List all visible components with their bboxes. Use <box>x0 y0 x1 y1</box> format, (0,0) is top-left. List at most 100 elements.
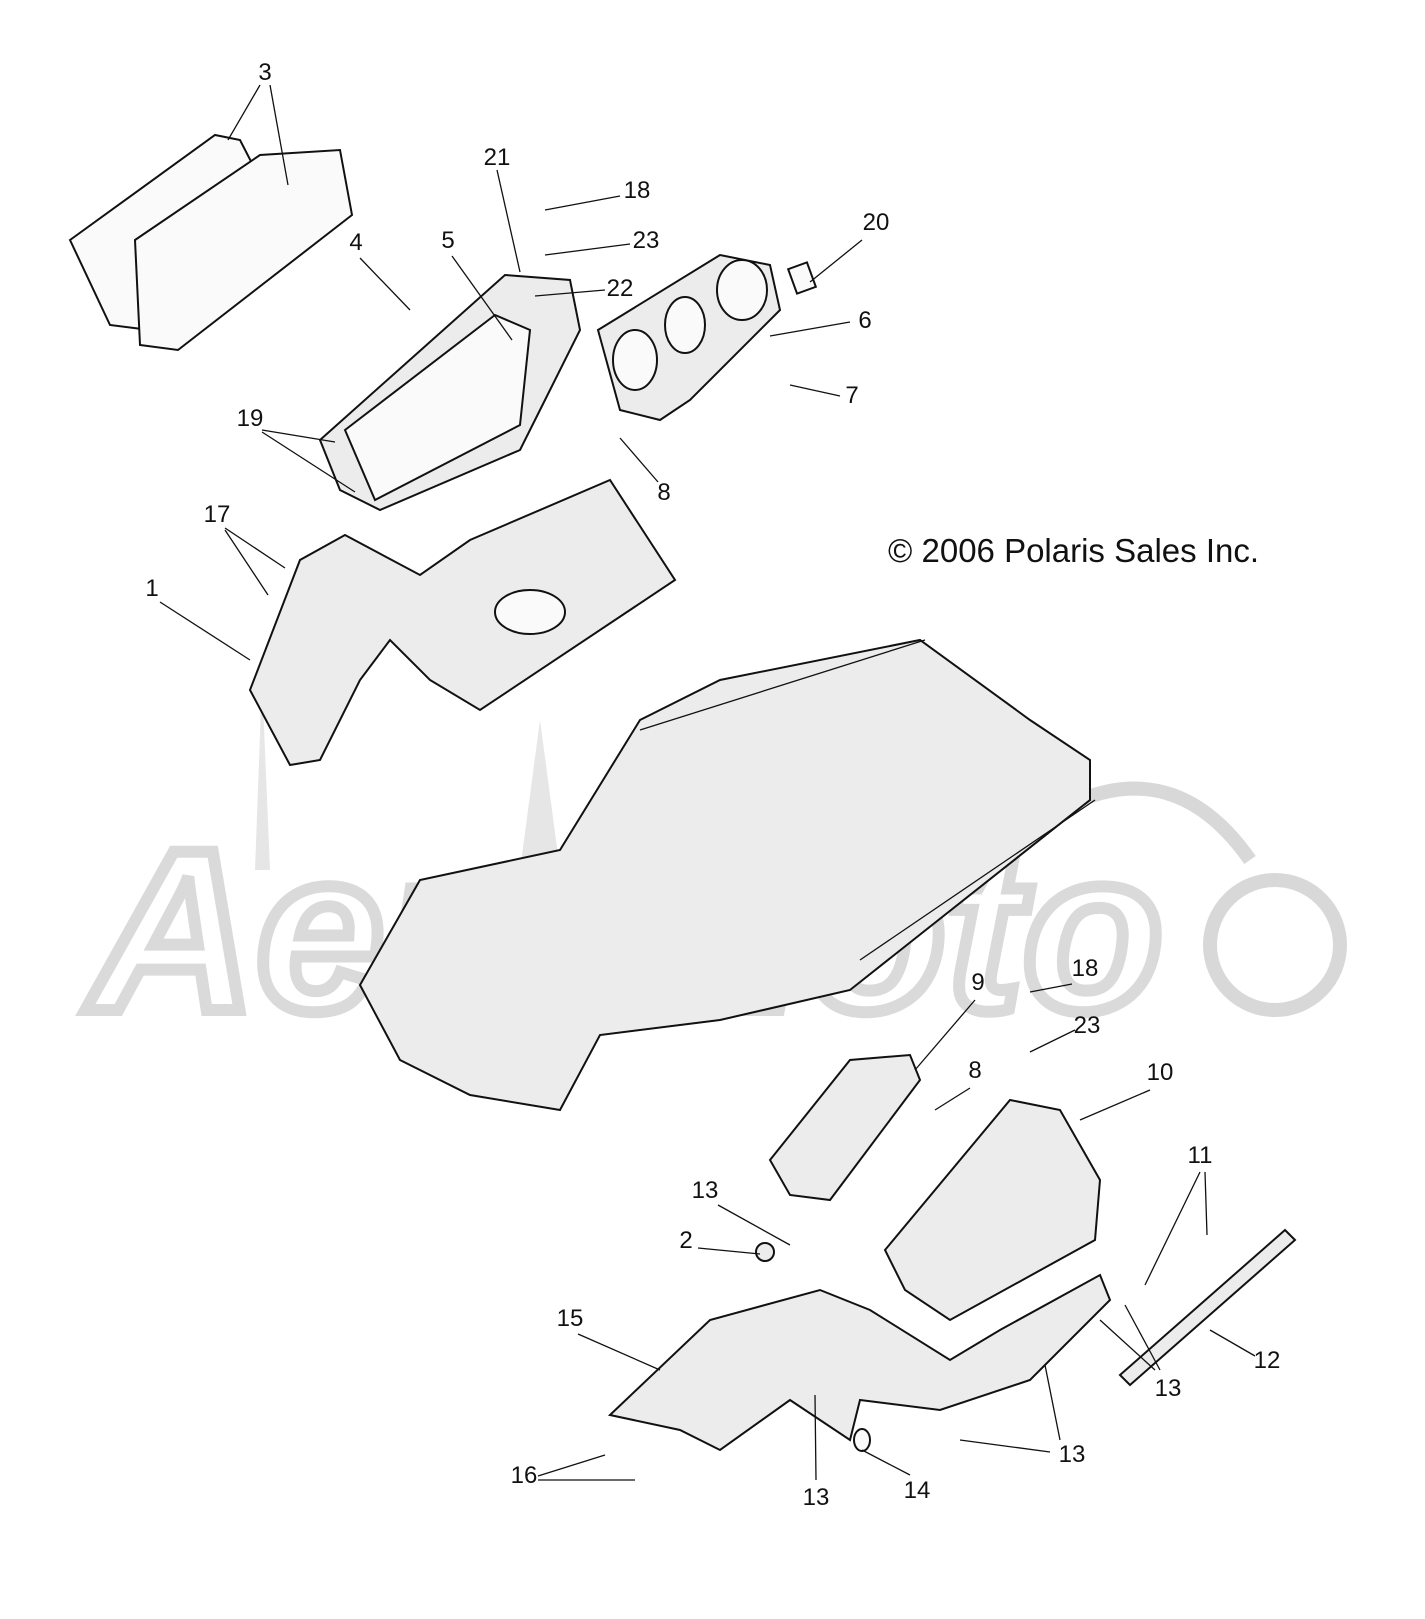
callout-23: 23 <box>1029 1012 1101 1053</box>
callout-number: 13 <box>692 1177 719 1204</box>
callout-number: 9 <box>971 969 984 996</box>
leader-line <box>159 601 251 661</box>
callout-12: 12 <box>1209 1329 1281 1374</box>
callout-number: 20 <box>863 209 890 236</box>
part-2-grommet <box>755 1242 775 1262</box>
leader-line <box>1144 1171 1201 1286</box>
callout-11: 11 <box>1144 1142 1213 1286</box>
callout-number: 14 <box>904 1477 931 1504</box>
callout-number: 11 <box>1188 1142 1213 1169</box>
callout-18: 18 <box>544 177 651 211</box>
callout-16: 16 <box>511 1454 635 1489</box>
callout-3: 3 <box>227 59 289 186</box>
callout-number: 16 <box>511 1462 538 1489</box>
leader-line <box>451 255 513 341</box>
callout-7: 7 <box>789 382 859 409</box>
callout-13: 13 <box>959 1364 1086 1468</box>
callout-number: 2 <box>679 1227 692 1254</box>
callout-number: 13 <box>1059 1441 1086 1468</box>
leader-line <box>1124 1304 1161 1371</box>
callout-9: 9 <box>914 969 985 1071</box>
callout-13: 13 <box>803 1394 830 1511</box>
leader-line <box>1099 1319 1156 1371</box>
callout-number: 13 <box>803 1484 830 1511</box>
callout-14: 14 <box>861 1449 931 1504</box>
leader-line <box>261 431 356 493</box>
leader-line <box>934 1087 971 1111</box>
callout-number: 5 <box>441 227 454 254</box>
callout-2: 2 <box>679 1227 761 1255</box>
callout-number: 6 <box>858 307 871 334</box>
part-9-panel <box>768 1053 922 1202</box>
callout-number: 4 <box>349 229 362 256</box>
leader-line <box>224 529 269 596</box>
callout-number: 19 <box>237 405 264 432</box>
callout-number: 1 <box>145 575 158 602</box>
leader-line <box>224 527 286 569</box>
leader-line <box>1029 1029 1076 1053</box>
leader-line <box>496 169 521 273</box>
callout-18: 18 <box>1029 955 1099 993</box>
callout-number: 10 <box>1147 1059 1174 1086</box>
leader-line <box>261 429 336 443</box>
callout-13: 13 <box>692 1177 791 1246</box>
callout-13: 13 <box>1099 1304 1182 1402</box>
copyright-notice: © 2006 Polaris Sales Inc. <box>888 532 1259 569</box>
callout-5: 5 <box>441 227 513 341</box>
leader-line <box>534 289 606 297</box>
leader-line <box>359 257 411 311</box>
leader-line <box>789 384 841 397</box>
leader-line <box>577 1333 661 1371</box>
part-15-belly-pan <box>607 1273 1112 1452</box>
callout-19: 19 <box>237 405 356 493</box>
part-12-rod <box>1118 1228 1297 1387</box>
callout-number: 23 <box>1074 1012 1101 1039</box>
chassis-frame <box>358 638 1096 1112</box>
callout-8: 8 <box>934 1057 982 1111</box>
leader-line <box>269 84 289 186</box>
leader-line <box>809 239 863 283</box>
leader-line <box>544 243 631 256</box>
callout-8: 8 <box>619 437 671 506</box>
callout-10: 10 <box>1079 1059 1174 1121</box>
callout-23: 23 <box>544 227 660 256</box>
part-4-dash <box>318 273 582 512</box>
callout-15: 15 <box>557 1305 661 1371</box>
callout-number: 13 <box>1155 1375 1182 1402</box>
leader-line <box>1029 983 1073 993</box>
leader-line <box>861 1449 911 1476</box>
leader-line <box>914 999 976 1071</box>
callout-number: 3 <box>258 59 271 86</box>
callout-21: 21 <box>484 144 521 273</box>
callout-number: 17 <box>204 501 231 528</box>
callout-number: 8 <box>968 1057 981 1084</box>
callout-6: 6 <box>769 307 872 337</box>
callout-number: 7 <box>845 382 858 409</box>
leader-line <box>619 437 659 483</box>
part-6-gauge-plate <box>596 253 818 422</box>
part-3-panels <box>68 133 354 352</box>
callout-1: 1 <box>145 575 251 661</box>
leader-line <box>227 84 261 141</box>
callout-number: 8 <box>657 479 670 506</box>
callout-number: 23 <box>633 227 660 254</box>
leader-line <box>1209 1329 1256 1357</box>
leader-line <box>544 195 621 211</box>
callout-22: 22 <box>534 275 633 302</box>
part-1-hood <box>248 478 677 767</box>
leader-line <box>1079 1089 1151 1121</box>
callout-17: 17 <box>204 501 286 596</box>
leader-line <box>959 1439 1051 1453</box>
callout-4: 4 <box>349 229 411 311</box>
leader-line <box>537 1454 606 1477</box>
callout-number: 21 <box>484 144 511 171</box>
callout-number: 18 <box>624 177 651 204</box>
part-14-plug <box>853 1428 871 1452</box>
callout-number: 18 <box>1072 955 1099 982</box>
part-10-dash <box>883 1098 1102 1322</box>
leader-line <box>1204 1171 1208 1236</box>
leader-line <box>769 321 851 337</box>
callout-number: 12 <box>1254 1347 1281 1374</box>
leader-line <box>814 1394 817 1481</box>
